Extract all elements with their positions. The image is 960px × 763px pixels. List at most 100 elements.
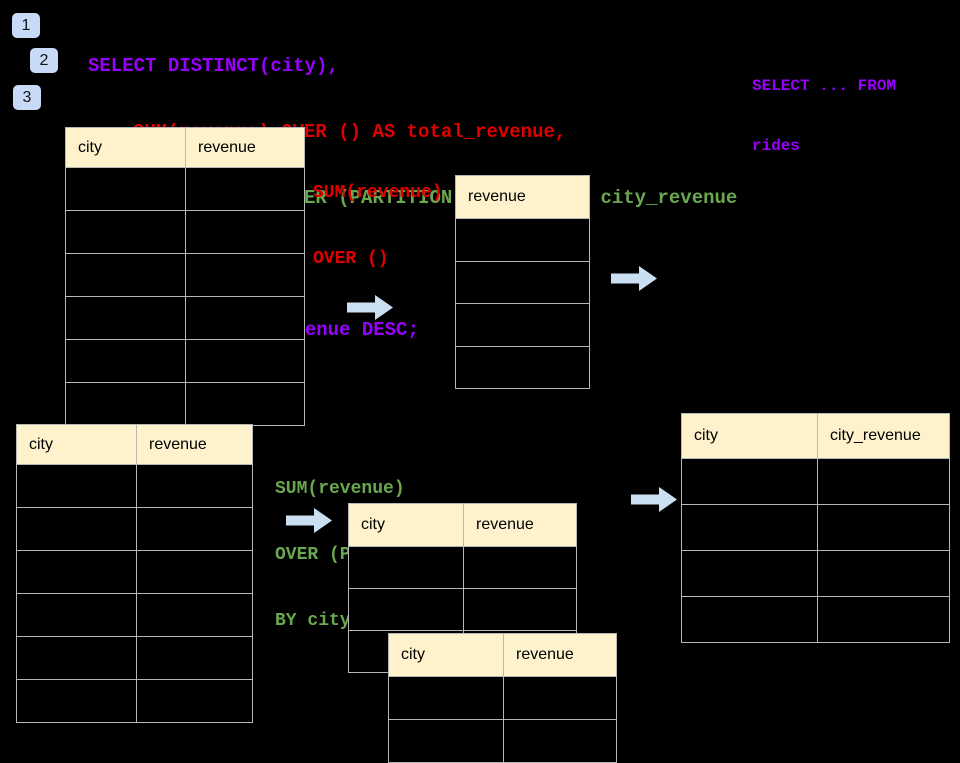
right-arrow-icon: [631, 487, 677, 512]
empty-cell: [389, 720, 503, 762]
empty-cell: [817, 505, 949, 550]
diagram-canvas: 1 2 3 SELECT DISTINCT(city), SUM(revenue…: [12, 13, 950, 763]
empty-cell: [66, 168, 185, 210]
column-header: city: [389, 634, 503, 676]
table-row: [682, 458, 949, 504]
empty-cell: [456, 304, 589, 346]
empty-cell: [136, 465, 252, 507]
table-row: [66, 210, 304, 253]
label-line: SUM(revenue): [275, 479, 405, 499]
empty-cell: [456, 346, 589, 388]
table-row: [17, 636, 252, 679]
empty-cell: [682, 459, 817, 504]
empty-cell: [66, 254, 185, 296]
table-row: [17, 464, 252, 507]
table-row: [17, 507, 252, 550]
table-row: [456, 345, 589, 388]
right-arrow-icon: [347, 295, 393, 320]
table-row: [682, 504, 949, 550]
empty-cell: [17, 594, 136, 636]
empty-cell: [463, 589, 576, 630]
table-row: [17, 679, 252, 722]
note-line: SELECT ... FROM: [752, 77, 897, 95]
empty-cell: [17, 465, 136, 507]
table-row: [349, 546, 576, 588]
empty-cell: [389, 677, 503, 719]
table-row: [456, 260, 589, 303]
empty-cell: [136, 637, 252, 679]
table-row: [389, 676, 616, 719]
empty-cell: [185, 211, 304, 253]
table-row: [389, 719, 616, 762]
table-row: [682, 550, 949, 596]
empty-cell: [136, 551, 252, 593]
note-line: rides: [752, 137, 801, 155]
right-arrow-icon: [286, 508, 332, 533]
empty-cell: [817, 597, 949, 642]
column-header: revenue: [463, 504, 576, 546]
empty-cell: [463, 547, 576, 588]
table-row: [66, 382, 304, 425]
empty-cell: [185, 254, 304, 296]
step-badge-2: 2: [30, 48, 58, 73]
empty-cell: [185, 168, 304, 210]
table-header-row: revenue: [456, 176, 589, 218]
empty-cell: [17, 551, 136, 593]
column-header: revenue: [503, 634, 616, 676]
table-row: [17, 550, 252, 593]
empty-cell: [817, 551, 949, 596]
empty-cell: [456, 219, 589, 261]
table-row: [66, 339, 304, 382]
empty-cell: [456, 261, 589, 303]
empty-cell: [349, 589, 463, 630]
empty-cell: [17, 680, 136, 722]
empty-cell: [136, 508, 252, 550]
label-line: OVER (): [313, 249, 389, 269]
empty-cell: [66, 297, 185, 339]
right-arrow-icon: [611, 266, 657, 291]
column-header: city: [66, 128, 185, 167]
table-row: [456, 218, 589, 261]
step-badge-3: 3: [13, 85, 41, 110]
table-row: [349, 588, 576, 630]
total-revenue-label: SUM(revenue) OVER (): [313, 138, 443, 314]
empty-cell: [682, 505, 817, 550]
select-from-rides-note: SELECT ... FROM rides: [752, 36, 896, 196]
empty-cell: [17, 637, 136, 679]
column-header: revenue: [136, 425, 252, 464]
column-header: revenue: [185, 128, 304, 167]
empty-cell: [682, 551, 817, 596]
empty-cell: [185, 297, 304, 339]
empty-cell: [17, 508, 136, 550]
empty-cell: [66, 340, 185, 382]
table-row: [66, 296, 304, 339]
empty-cell: [136, 594, 252, 636]
label-line: SUM(revenue): [313, 183, 443, 203]
label-line: BY city): [275, 611, 362, 631]
empty-cell: [66, 211, 185, 253]
empty-cell: [503, 677, 616, 719]
step-badge-1: 1: [12, 13, 40, 38]
table-row: [456, 303, 589, 346]
column-header: city_revenue: [817, 414, 949, 458]
sql-line: SELECT DISTINCT(city),: [88, 55, 339, 77]
table-row: [66, 253, 304, 296]
column-header: city: [349, 504, 463, 546]
column-header: city: [17, 425, 136, 464]
empty-cell: [136, 680, 252, 722]
column-header: revenue: [456, 176, 589, 218]
empty-cell: [66, 383, 185, 425]
empty-cell: [185, 340, 304, 382]
table-row: [66, 167, 304, 210]
table-row: [17, 593, 252, 636]
empty-cell: [817, 459, 949, 504]
table-row: [682, 596, 949, 642]
